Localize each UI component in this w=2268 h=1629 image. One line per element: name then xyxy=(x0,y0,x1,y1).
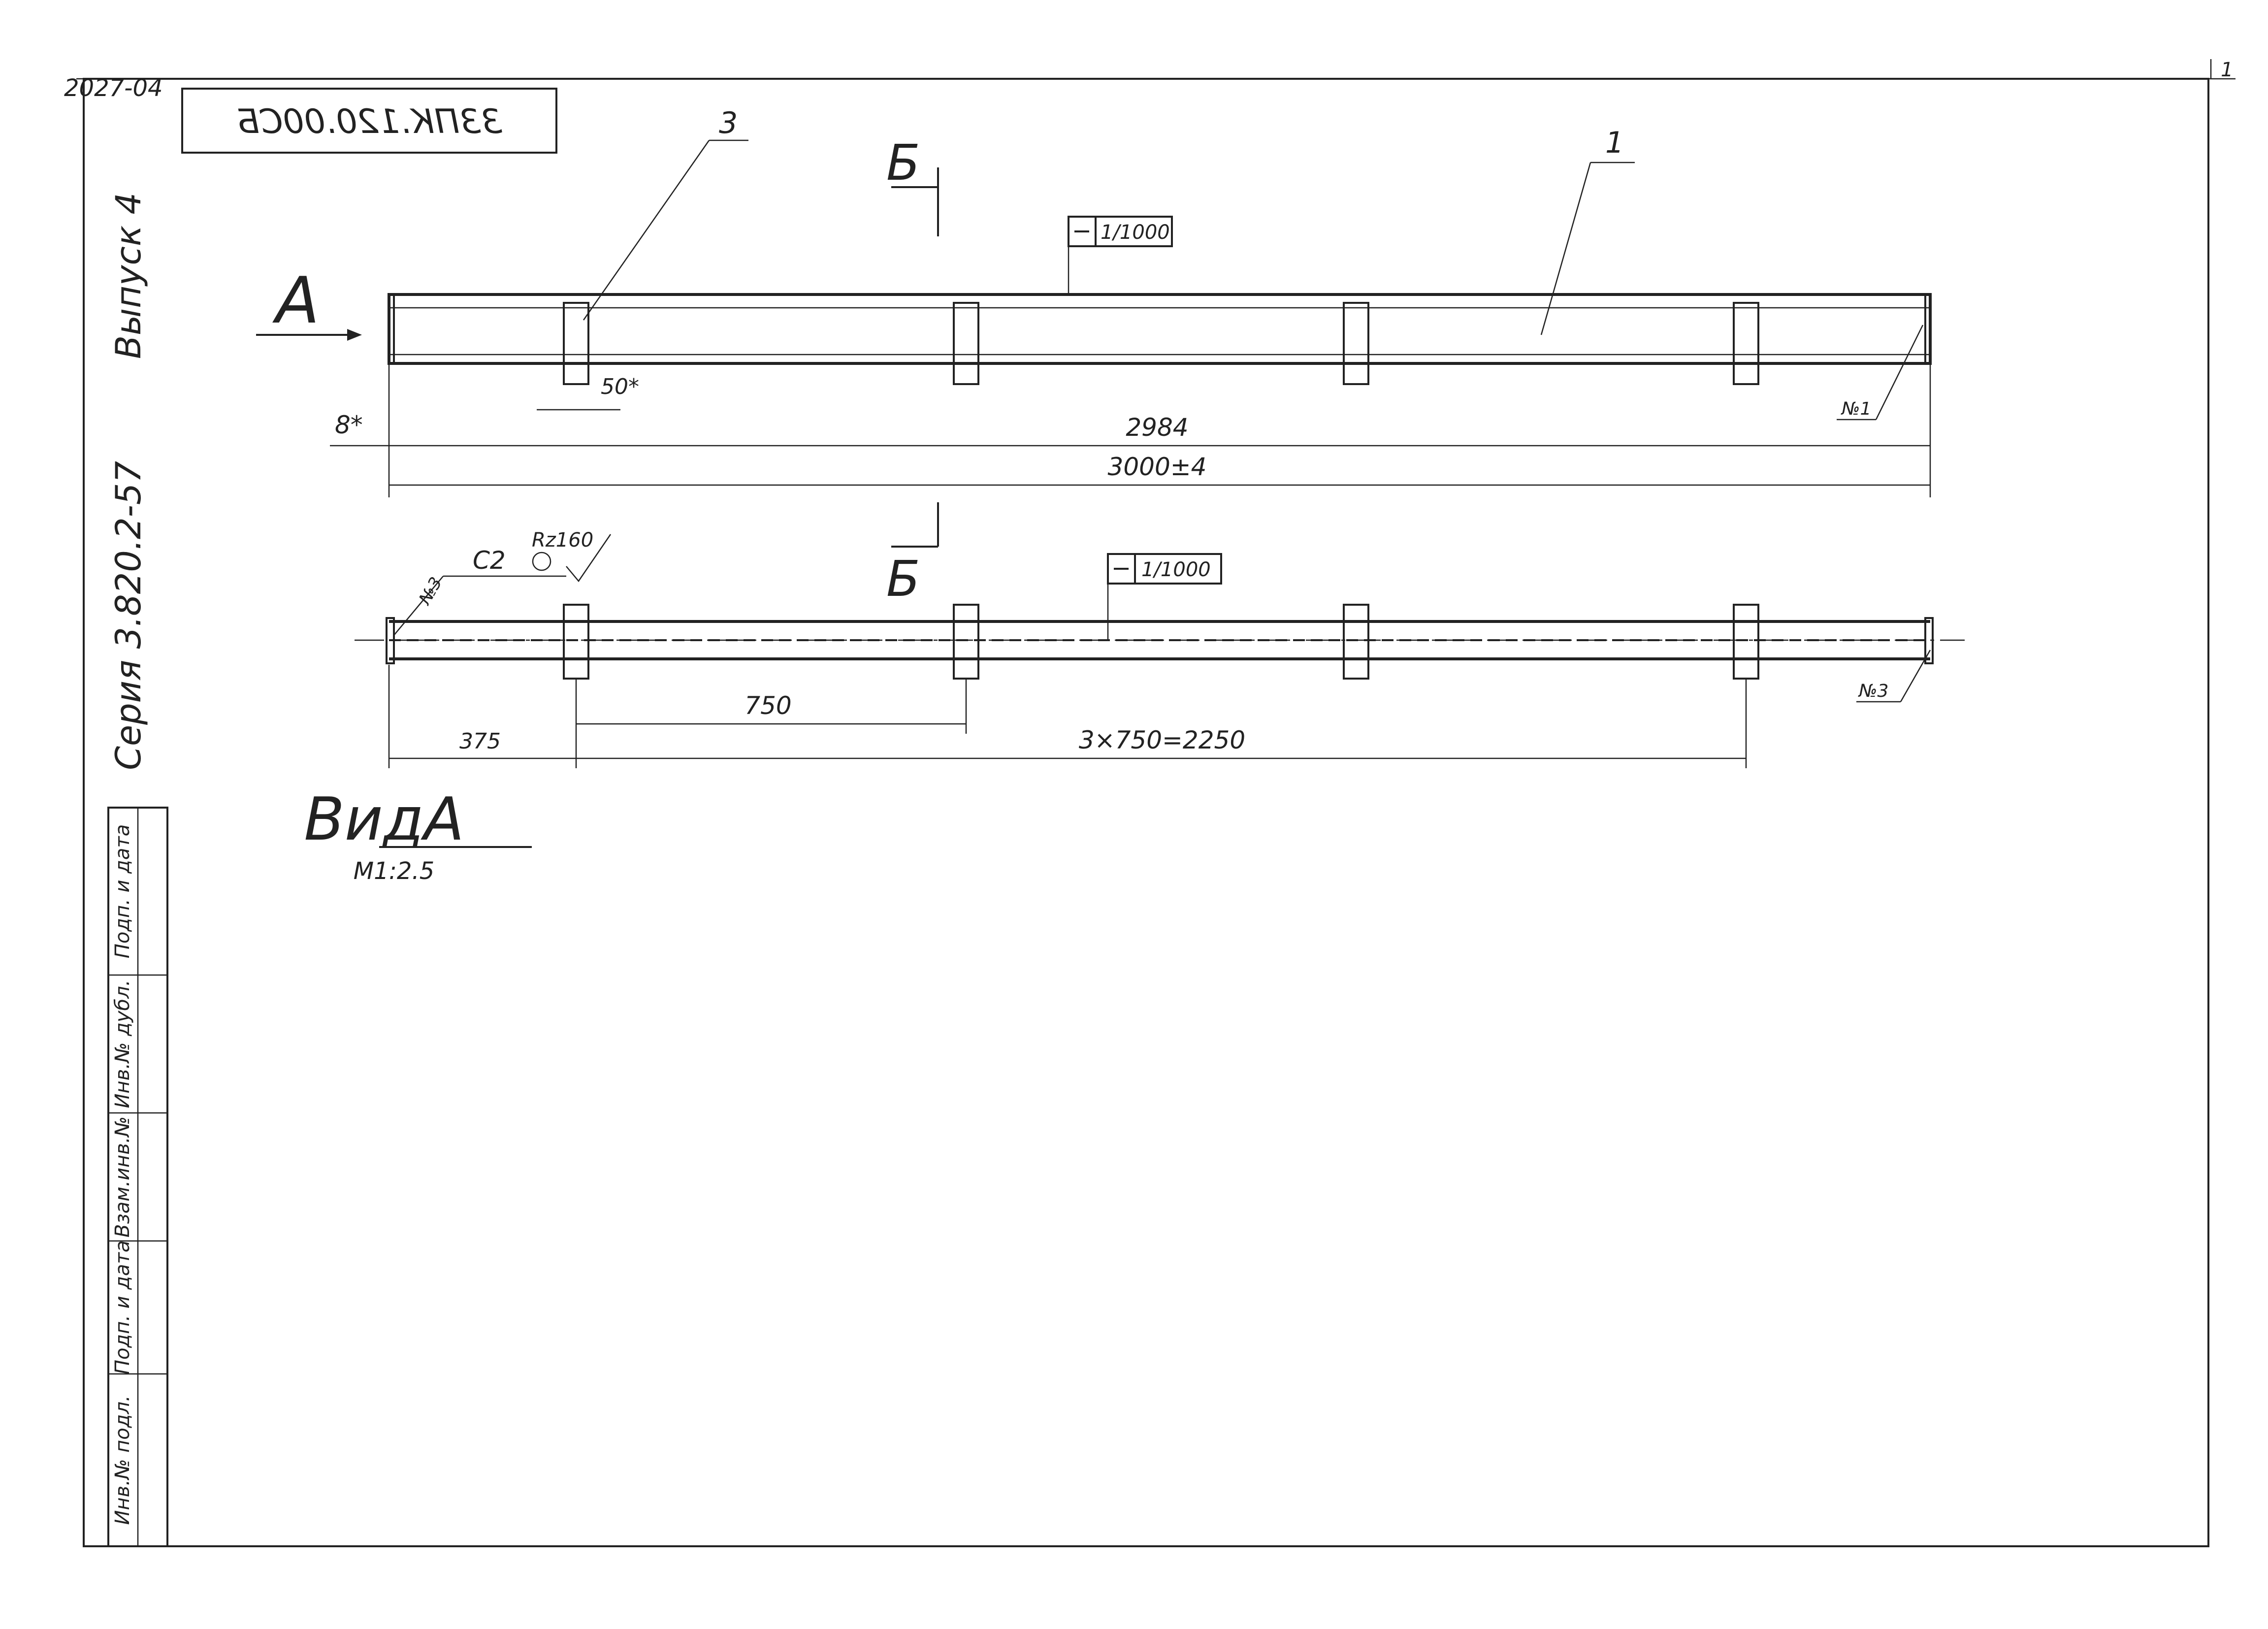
plan-bracket-2 xyxy=(953,604,979,680)
view-a-title: ВидА xyxy=(304,785,464,854)
sidebar-field-0: Подп. и дата xyxy=(111,824,134,958)
plan-bracket-4 xyxy=(1733,604,1759,680)
plan-end-plate-right xyxy=(1924,617,1934,664)
straightness-tol-plan: 1/1000 xyxy=(1141,558,1211,581)
dim-3000: 3000±4 xyxy=(1108,453,1207,481)
plan-end-plate-left xyxy=(386,617,395,664)
leader-n3 xyxy=(1900,650,1931,702)
beam-elevation xyxy=(388,293,1932,365)
plan-bracket-1 xyxy=(563,604,589,680)
straightness-tol-top: 1/1000 xyxy=(1101,221,1170,244)
view-arrow-head xyxy=(347,329,362,341)
section-mark-bottom: Б xyxy=(886,550,920,608)
tolerance-frame-top xyxy=(1068,216,1173,247)
leader-n1 xyxy=(1875,325,1924,420)
dim-3x750: 3×750=2250 xyxy=(1079,726,1245,754)
dim-375: 375 xyxy=(459,729,501,754)
weld-c2: С2 xyxy=(473,546,506,575)
bracket-2 xyxy=(953,302,979,385)
section-mark-top: Б xyxy=(886,134,920,192)
weld-circle-icon xyxy=(532,552,551,571)
main-elevation-view: 3 1 Б 1/1000 А 50* 8* 2984 3000±4 №1 xyxy=(256,106,1932,497)
bracket-3 xyxy=(1343,302,1369,385)
sheet-number-corner: 1 xyxy=(2221,59,2233,81)
view-arrow-label: А xyxy=(272,263,320,338)
leader-callout-3 xyxy=(583,140,710,321)
dim-50: 50* xyxy=(601,374,639,399)
plan-bracket-3 xyxy=(1343,604,1369,680)
roughness-rz160: Rz160 xyxy=(532,529,593,552)
sidebar-seria: Серия 3.820.2-57 xyxy=(108,461,149,770)
leader-callout-1 xyxy=(1540,162,1591,335)
sidebar-field-4: Инв.№ подл. xyxy=(111,1395,134,1525)
mirrored-stamp-box xyxy=(181,88,557,154)
dim-2984: 2984 xyxy=(1126,413,1188,442)
callout-1: 1 xyxy=(1605,126,1624,160)
view-a-scale: М1:2.5 xyxy=(354,857,434,885)
weld-leader xyxy=(393,576,444,636)
bracket-4 xyxy=(1733,302,1759,385)
view-a: ВидА М1:2.5 xyxy=(304,785,532,885)
tag-n3-right: №3 xyxy=(1858,681,1888,701)
plan-view: Б С2 Rz160 №3 1/1000 750 375 3×750=2250 … xyxy=(355,502,1965,768)
dim-750: 750 xyxy=(745,691,791,720)
sidebar-field-1: Инв.№ дубл. xyxy=(111,980,134,1108)
bracket-1 xyxy=(563,302,589,385)
callout-3: 3 xyxy=(719,106,738,140)
sidebar-vypusk: Выпуск 4 xyxy=(108,193,149,359)
roughness-check-icon xyxy=(566,534,612,583)
sheet-code-topleft: 2027-04 xyxy=(64,74,163,102)
tag-n1: №1 xyxy=(1841,399,1871,419)
mirrored-stamp-text: 33ПК.120.00СБ xyxy=(236,102,502,141)
dim-8: 8* xyxy=(335,411,363,439)
sidebar-field-3: Подп. и дата xyxy=(111,1240,134,1374)
sidebar-field-2: Взам.инв.№ xyxy=(111,1116,134,1238)
